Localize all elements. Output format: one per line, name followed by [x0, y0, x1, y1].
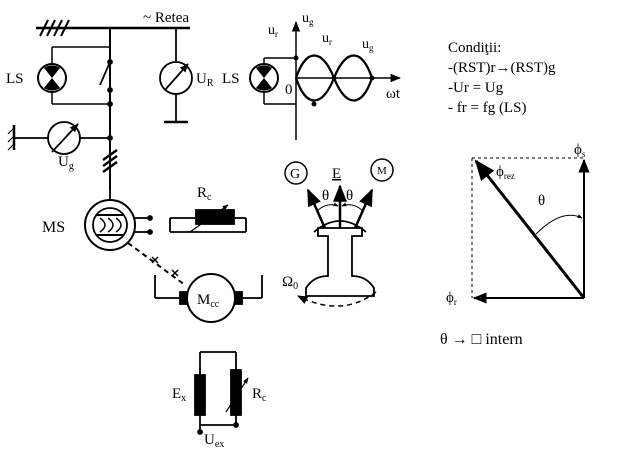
- exciter-label: Ex: [172, 386, 186, 404]
- wave-nodes: [293, 55, 375, 107]
- exciter-rheostat-label: Rc: [252, 386, 267, 404]
- e-label: E: [332, 166, 341, 182]
- theta-left: θ: [322, 188, 329, 204]
- ur-label: ur: [268, 23, 278, 39]
- m-label: M: [377, 165, 387, 177]
- condition-voltage: -Ur = Ug: [448, 80, 504, 96]
- phi-r-label: ϕr: [446, 290, 457, 307]
- phasor-lines: [471, 157, 590, 304]
- wave-lamp-label: LS: [222, 71, 240, 87]
- time-axis-label: ωt: [386, 86, 401, 102]
- wave-lamp: [249, 57, 296, 105]
- rotor-body: [305, 220, 375, 297]
- conditions-title: Condiţii:: [448, 40, 502, 56]
- exciter-voltage-label: Uex: [204, 432, 224, 450]
- dc-motor: [154, 273, 263, 323]
- field-rheostat: [169, 204, 247, 233]
- theta-right: θ: [346, 188, 353, 204]
- g-circle: [284, 161, 308, 185]
- conditions-block: Condiţii: -(RST)r→(RST)g -Ur = Ug - fr =…: [448, 38, 633, 118]
- ur2-label: ur: [322, 31, 332, 47]
- generator-voltmeter: [12, 121, 113, 155]
- ug-label: ug: [302, 11, 314, 27]
- ug2-label: ug: [362, 37, 374, 53]
- motor-label: Mcc: [197, 292, 220, 310]
- ground-hatch: [7, 127, 15, 151]
- phi-s-label: ϕs: [574, 142, 586, 159]
- g-label: G: [290, 167, 300, 182]
- condition-frequency: - fr = fg (LS): [448, 100, 527, 116]
- network-lamp: [37, 46, 110, 105]
- omega-label: Ω0: [282, 274, 298, 292]
- rotation-arrow: [297, 291, 377, 307]
- wave-axes: [291, 20, 402, 140]
- shaft-coupling: [127, 242, 186, 286]
- theta-arcs: [317, 202, 363, 211]
- network-switches: [99, 59, 113, 107]
- network-bus: [36, 19, 190, 37]
- machine-label: MS: [42, 219, 65, 236]
- exciter: [194, 351, 249, 435]
- origin-label: 0: [285, 82, 293, 98]
- generator-voltmeter-label: Ug: [58, 154, 74, 172]
- footer-theta: θ → □ intern: [440, 331, 523, 348]
- network-lamp-label: LS: [6, 71, 24, 87]
- network-voltmeter-label: UR: [196, 71, 214, 89]
- condition-phase-order: -(RST)r→(RST)g: [448, 60, 556, 76]
- synchronous-machine: [84, 190, 153, 251]
- m-circle: [370, 158, 394, 182]
- network-voltmeter: [159, 28, 193, 124]
- main-line: [102, 28, 118, 190]
- rheostat-label: Rc: [197, 185, 212, 203]
- network-label: ~ Retea: [143, 10, 189, 26]
- phasor-theta: θ: [538, 193, 545, 209]
- phi-rez-label: ϕrez: [496, 164, 515, 181]
